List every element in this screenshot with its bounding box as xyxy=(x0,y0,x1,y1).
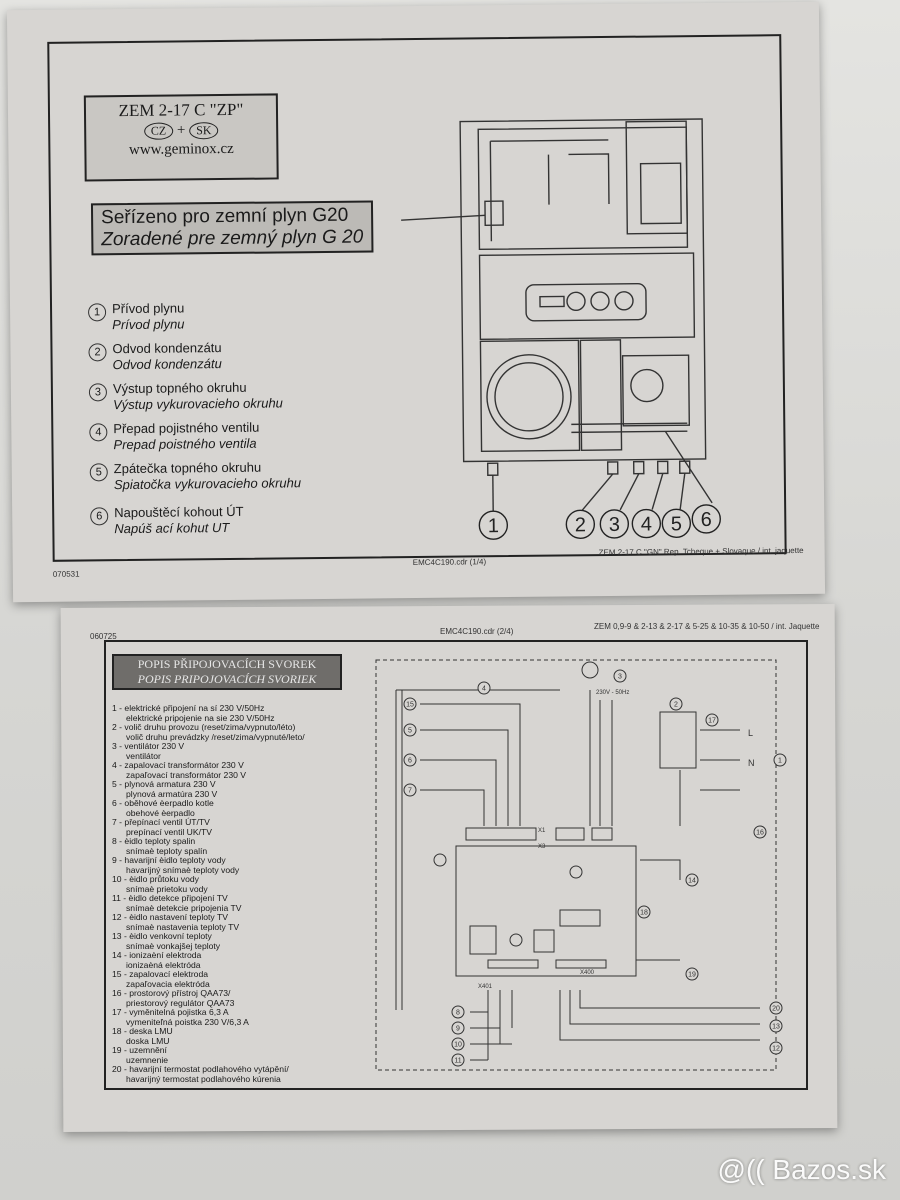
terminal-line: havarijný termostat podlahového kúrenia xyxy=(126,1073,281,1084)
wiring-frame xyxy=(104,640,808,1090)
gas-valve xyxy=(484,200,504,226)
wiring-file: EMC4C190.cdr (2/4) xyxy=(440,627,514,636)
terminal-line: ionizaèná elektróda xyxy=(126,959,201,970)
fan-unit xyxy=(625,120,689,235)
terminal-line: obehové èerpadlo xyxy=(126,807,195,818)
connector-2 xyxy=(606,461,619,475)
callout-5: 5 xyxy=(661,508,692,538)
terminal-line: prepínací ventil UK/TV xyxy=(126,826,212,837)
wiring-models: ZEM 0,9-9 & 2-13 & 2-17 & 5-25 & 10-35 &… xyxy=(594,622,820,631)
terminal-line: 12 - èidlo nastavení teploty TV xyxy=(112,912,228,922)
terminal-line: 18 - deska LMU xyxy=(112,1026,173,1036)
expansion-vessel xyxy=(486,354,572,440)
terminal-line: uzemnenie xyxy=(126,1054,169,1065)
bazos-watermark: @(( Bazos.sk xyxy=(717,1154,886,1185)
pump-motor xyxy=(630,368,664,403)
terminal-line: 19 - uzemnění xyxy=(112,1045,167,1055)
terminal-line: plynová armatúra 230 V xyxy=(126,788,218,799)
footer-file: EMC4C190.cdr (1/4) xyxy=(412,557,487,568)
fan-housing xyxy=(639,162,682,225)
terminal-line: 3 - ventilátor 230 V xyxy=(112,741,185,751)
terminal-line: 6 - oběhové èerpadlo kotle xyxy=(112,798,214,808)
terminal-line: 13 - èidlo venkovní teploty xyxy=(112,931,212,941)
display-panel xyxy=(525,282,647,322)
terminal-line: 17 - vyměnitelná pojistka 6,3 A xyxy=(112,1007,229,1017)
hydraulic-block xyxy=(579,339,623,451)
terminal-line: 1 - elektrické připojení na sí 230 V/50H… xyxy=(112,703,265,713)
svg-text:5: 5 xyxy=(671,513,682,535)
terminal-line: doska LMU xyxy=(126,1035,170,1046)
terminal-line: havarijný snímaè teploty vody xyxy=(126,864,240,875)
wiring-serial: 060725 xyxy=(90,632,117,641)
callout-4: 4 xyxy=(631,508,662,539)
terminal-list: 1 - elektrické připojení na sí 230 V/50H… xyxy=(112,703,372,1084)
control-panel xyxy=(478,252,696,341)
terminal-line: 10 - èidlo průtoku vody xyxy=(112,874,199,884)
knob-3 xyxy=(614,291,634,311)
terminal-line: zapaľovací transformátor 230 V xyxy=(126,769,247,780)
knob-1 xyxy=(566,291,586,312)
connector-4 xyxy=(656,460,669,475)
terminal-line: zapaľovacia elektróda xyxy=(126,978,210,989)
svg-text:2: 2 xyxy=(575,514,586,536)
terminal-line: 15 - zapalovací elektroda xyxy=(112,969,209,979)
circulation-pump xyxy=(621,354,691,427)
serial-number: 070531 xyxy=(52,569,80,579)
terminal-line: elektrické pripojenie na sie 230 V/50Hz xyxy=(126,712,275,723)
callout-3: 3 xyxy=(599,509,630,539)
upper-section xyxy=(477,126,689,251)
terminal-line: snímaè nastavenia teploty TV xyxy=(126,921,240,932)
callout-6: 6 xyxy=(691,504,721,534)
terminal-line: 14 - ionizaèní elektroda xyxy=(112,950,202,960)
terminal-title-sk: POPIS PRIPOJOVACÍCH SVORIEK xyxy=(137,672,317,686)
svg-text:4: 4 xyxy=(641,514,652,536)
terminal-line: 11 - èidlo detekce připojení TV xyxy=(112,893,228,903)
terminal-line: snímaè vonkajšej teploty xyxy=(126,940,221,951)
terminal-line: vymeniteľná poistka 230 V/6,3 A xyxy=(126,1016,249,1027)
callout-2: 2 xyxy=(565,509,596,539)
terminal-line: snímaè teploty spalín xyxy=(126,845,208,856)
terminal-line: 5 - plynová armatura 230 V xyxy=(112,779,216,789)
terminal-line: 9 - havarijní èidlo teploty vody xyxy=(112,855,226,865)
terminal-line: ventilátor xyxy=(126,750,161,761)
svg-text:1: 1 xyxy=(488,515,499,537)
terminal-line: snímaè detekcie pripojenia TV xyxy=(126,902,242,913)
terminal-line: 7 - přepínací ventil ÚT/TV xyxy=(112,817,210,827)
display-window xyxy=(539,295,565,308)
knob-2 xyxy=(590,291,610,311)
svg-text:3: 3 xyxy=(609,514,620,536)
terminal-line: volič druhu prevádzky /reset/zima/vypnut… xyxy=(126,731,305,742)
svg-text:6: 6 xyxy=(701,509,712,531)
boiler-casing xyxy=(459,118,707,463)
terminal-line: 16 - prostorový přístroj QAA73/ xyxy=(112,988,231,998)
connector-3 xyxy=(632,460,645,475)
expansion-area xyxy=(479,339,581,453)
gas-leader-line xyxy=(401,214,486,221)
terminal-line: 2 - volič druhu provozu (reset/zima/vypn… xyxy=(112,722,296,732)
boiler-info-card: ZEM 2-17 C "ZP" CZ + SK www.geminox.cz S… xyxy=(6,1,826,603)
terminal-line: 8 - èidlo teploty spalin xyxy=(112,836,196,846)
terminal-line: 4 - zapalovací transformátor 230 V xyxy=(112,760,244,770)
boiler-drawing: 1 2 3 4 5 6 xyxy=(401,118,721,540)
terminal-line: priestorový regulátor QAA73 xyxy=(126,997,235,1008)
terminal-title-cz: POPIS PŘIPOJOVACÍCH SVOREK xyxy=(137,657,317,671)
terminal-line: 20 - havarijní termostat podlahového vyt… xyxy=(112,1064,289,1074)
terminal-line: snímaè prietoku vody xyxy=(126,883,208,894)
connector-1 xyxy=(486,462,499,476)
terminal-title-box: POPIS PŘIPOJOVACÍCH SVOREK POPIS PRIPOJO… xyxy=(112,654,342,690)
callout-1: 1 xyxy=(478,510,509,540)
